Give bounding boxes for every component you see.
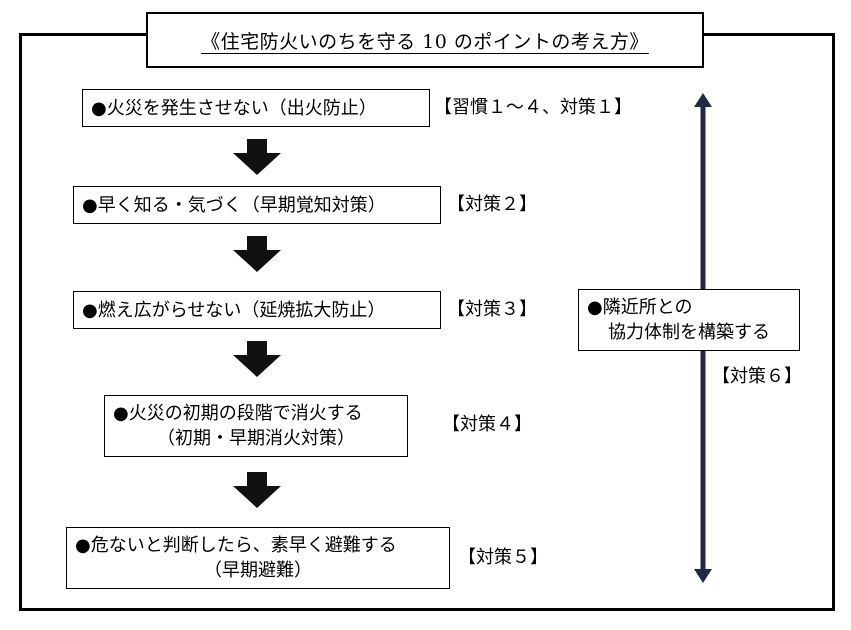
down-arrow-3 — [233, 341, 281, 377]
step-3-text: ●燃え広がらせない（延焼拡大防止） — [82, 299, 386, 321]
down-arrow-4 — [233, 472, 281, 508]
step-4-line2: （初期・早期消火対策） — [157, 428, 355, 449]
step-5-line1: ●危ないと判断したら、素早く避難する — [75, 535, 397, 556]
step-1-box: ●火災を発生させない（出火防止） — [82, 89, 430, 127]
step-2-text: ●早く知る・気づく（早期覚知対策） — [82, 194, 386, 216]
side-tag: 【対策６】 — [712, 366, 802, 388]
step-1-text: ●火災を発生させない（出火防止） — [91, 97, 377, 119]
step-2-box: ●早く知る・気づく（早期覚知対策） — [73, 186, 441, 224]
step-2-tag: 【対策２】 — [447, 194, 537, 215]
step-1-tag: 【習慣１～４、対策１】 — [434, 97, 632, 118]
down-arrow-2 — [233, 236, 281, 272]
side-line2: 協力体制を構築する — [608, 322, 770, 343]
side-line1: ●隣近所との — [587, 297, 693, 318]
title-box: 《住宅防火いのちを守る 10 のポイントの考え方》 — [146, 12, 704, 68]
step-4-tag: 【対策４】 — [442, 414, 532, 435]
step-4-box: ●火災の初期の段階で消火する （初期・早期消火対策） — [104, 395, 408, 457]
step-5-box: ●危ないと判断したら、素早く避難する （早期避難） — [66, 527, 450, 589]
side-box: ●隣近所との 協力体制を構築する — [578, 289, 800, 351]
diagram-title: 《住宅防火いのちを守る 10 のポイントの考え方》 — [201, 30, 649, 53]
step-4-line1: ●火災の初期の段階で消火する — [113, 403, 363, 424]
down-arrow-1 — [233, 139, 281, 175]
step-3-box: ●燃え広がらせない（延焼拡大防止） — [73, 291, 441, 329]
step-5-line2: （早期避難） — [204, 560, 312, 581]
step-3-tag: 【対策３】 — [447, 299, 537, 320]
step-5-tag: 【対策５】 — [458, 547, 548, 568]
